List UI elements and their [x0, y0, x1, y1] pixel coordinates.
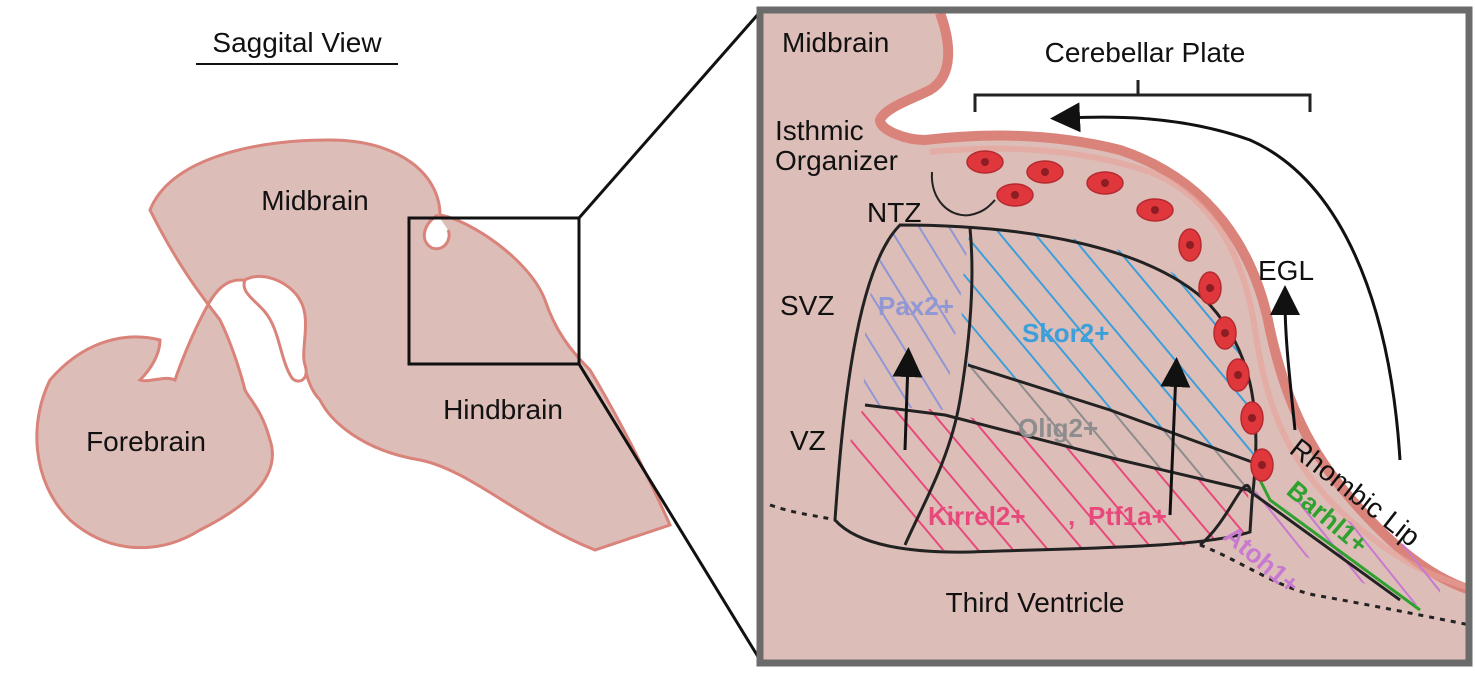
marker-comma: , — [1068, 501, 1075, 531]
left-hindbrain-label: Hindbrain — [443, 394, 563, 425]
pax2-migration-arrow — [892, 347, 923, 451]
skor2-olig2-boundary — [967, 363, 1253, 464]
vz-svz-outline — [833, 223, 1258, 554]
cerebellar-plate-label: Cerebellar Plate — [1045, 37, 1246, 68]
vz-label: VZ — [790, 425, 826, 456]
isthmic-organizer-label-line1: Isthmic — [775, 115, 864, 146]
zoom-panel-frame — [756, 6, 1473, 667]
svz-label: SVZ — [780, 290, 834, 321]
skor2-migration-arrow — [1160, 357, 1191, 516]
third-ventricle-label: Third Ventricle — [946, 587, 1125, 618]
egl-label: EGL — [1258, 255, 1314, 286]
ptf1a-marker-label: Ptf1a+ — [1088, 501, 1167, 531]
ptf1a-atoh1-boundary — [1199, 483, 1252, 547]
zoom-connector-top — [577, 11, 762, 219]
egl-migration-arrow — [1050, 102, 1402, 461]
ventricle-notch — [242, 274, 308, 383]
ntz-bracket — [930, 171, 996, 217]
pial-surface-band — [874, 13, 1466, 594]
embryonic-brain-outline — [35, 138, 673, 552]
cerebellar-plate-bracket — [973, 80, 1312, 112]
cell-nuclei — [981, 158, 1266, 469]
saggital-view-title: Saggital View — [212, 27, 382, 58]
pax2-skor2-boundary — [903, 227, 974, 546]
atoh1-upper-boundary — [1247, 488, 1401, 602]
rhombic-lip-up-arrow — [1270, 285, 1301, 431]
olig2-marker-label: Olig2+ — [1018, 413, 1098, 443]
zoom-exterior — [880, 13, 1466, 589]
ntz-label: NTZ — [867, 197, 921, 228]
zoom-midbrain-label: Midbrain — [782, 27, 889, 58]
zoomed-cerebellum-panel: Midbrain Cerebellar Plate Isthmic Organi… — [763, 13, 1466, 660]
kirrel2-marker-label: Kirrel2+ — [928, 501, 1026, 531]
zoom-region-box — [407, 216, 581, 366]
pax2-marker-label: Pax2+ — [878, 291, 954, 321]
left-midbrain-label: Midbrain — [261, 185, 368, 216]
zoom-connector-bottom — [577, 363, 762, 661]
isthmic-organizer-label-line2: Organizer — [775, 145, 898, 176]
ventricle-surface-dotted — [769, 503, 1466, 626]
egl-band — [929, 145, 1466, 590]
left-forebrain-label: Forebrain — [86, 426, 206, 457]
skor2-marker-label: Skor2+ — [1022, 318, 1109, 348]
isthmus-notch — [422, 213, 451, 251]
